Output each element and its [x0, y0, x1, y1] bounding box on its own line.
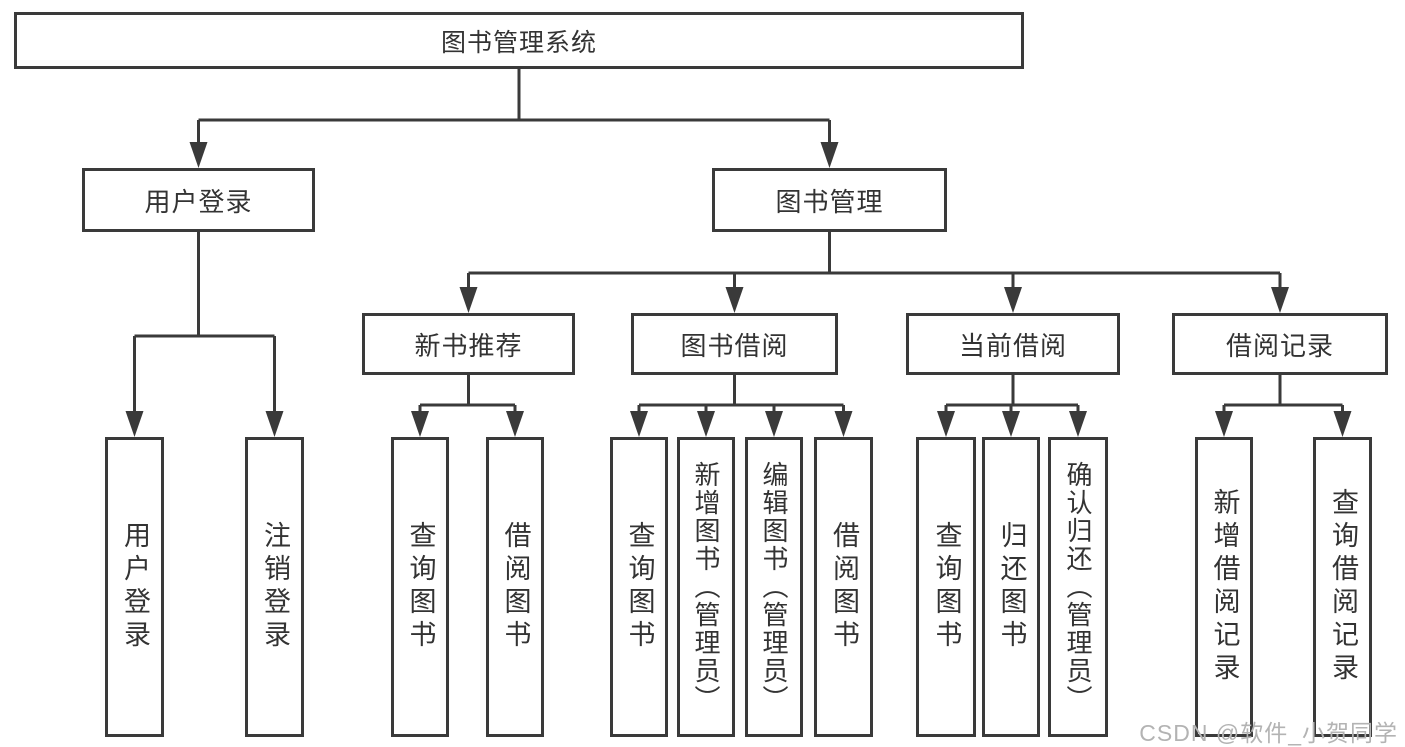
connector-bookmgmt-to-level3	[459, 232, 1289, 313]
arrowhead	[1002, 411, 1020, 437]
node-label: 图书借阅	[680, 330, 789, 361]
node-label: 编辑图书（管理员）	[759, 461, 789, 713]
leaf-query-books-borrowing: 查询图书	[610, 437, 668, 737]
node-label: 查询图书	[405, 521, 436, 653]
arrowhead	[1069, 411, 1087, 437]
arrowhead	[459, 287, 478, 313]
leaf-edit-books-admin: 编辑图书（管理员）	[745, 437, 803, 737]
leaf-user-login: 用户登录	[105, 437, 164, 737]
node-label: 图书管理	[775, 186, 884, 217]
connector-records-to-leaves	[1215, 375, 1352, 437]
leaf-query-borrow-record: 查询借阅记录	[1313, 437, 1372, 737]
node-label: 借阅图书	[829, 521, 859, 653]
node-label: 确认归还（管理员）	[1063, 461, 1093, 713]
node-user-login: 用户登录	[82, 168, 315, 232]
arrowhead	[937, 411, 955, 437]
csdn-watermark: CSDN @软件_小贺同学	[1139, 720, 1398, 746]
connector-current-to-leaves	[937, 375, 1087, 437]
node-library-management-system: 图书管理系统	[14, 12, 1024, 69]
leaf-return-books: 归还图书	[982, 437, 1040, 737]
arrowhead	[820, 142, 839, 168]
leaf-add-borrow-record: 新增借阅记录	[1195, 437, 1253, 737]
node-book-management: 图书管理	[712, 168, 947, 232]
node-label: 新增借阅记录	[1209, 488, 1240, 686]
node-book-borrowing: 图书借阅	[631, 313, 838, 375]
arrowhead	[630, 411, 648, 437]
node-label: 归还图书	[996, 521, 1027, 653]
node-label: 新书推荐	[414, 330, 523, 361]
node-borrowing-records: 借阅记录	[1172, 313, 1388, 375]
arrowhead	[506, 411, 524, 437]
arrowhead	[1333, 411, 1352, 437]
arrowhead	[1215, 411, 1233, 437]
leaf-borrow-books-borrowing: 借阅图书	[814, 437, 873, 737]
node-label: 当前借阅	[958, 330, 1067, 361]
connector-root-to-level2	[189, 69, 839, 168]
arrowhead	[834, 411, 853, 437]
arrowhead	[411, 411, 429, 437]
leaf-query-books-current: 查询图书	[916, 437, 976, 737]
leaf-confirm-return-admin: 确认归还（管理员）	[1048, 437, 1108, 737]
arrowhead	[725, 287, 744, 313]
node-label: 查询图书	[931, 521, 962, 653]
leaf-borrow-books-recommend: 借阅图书	[486, 437, 544, 737]
arrowhead	[125, 411, 144, 437]
arrowhead	[765, 411, 783, 437]
node-label: 查询图书	[624, 521, 655, 653]
leaf-query-books-recommend: 查询图书	[391, 437, 449, 737]
leaf-logout: 注销登录	[245, 437, 304, 737]
node-label: 借阅记录	[1225, 330, 1334, 361]
arrowhead	[697, 411, 715, 437]
leaf-add-books-admin: 新增图书（管理员）	[677, 437, 735, 737]
arrowhead	[1004, 287, 1022, 313]
connector-recommend-to-leaves	[411, 375, 524, 437]
connector-borrowing-to-leaves	[630, 375, 853, 437]
arrowhead	[1271, 287, 1289, 313]
node-label: 查询借阅记录	[1328, 488, 1358, 686]
node-label: 图书管理系统	[440, 28, 597, 57]
arrowhead	[189, 142, 208, 168]
connector-userlogin-to-leaves	[125, 232, 284, 437]
node-current-borrowing: 当前借阅	[906, 313, 1120, 375]
node-label: 注销登录	[260, 521, 290, 653]
node-label: 用户登录	[144, 186, 253, 217]
arrowhead	[265, 411, 284, 437]
node-label: 新增图书（管理员）	[691, 461, 721, 713]
node-label: 用户登录	[120, 521, 150, 653]
node-label: 借阅图书	[500, 521, 531, 653]
node-new-book-recommend: 新书推荐	[362, 313, 575, 375]
